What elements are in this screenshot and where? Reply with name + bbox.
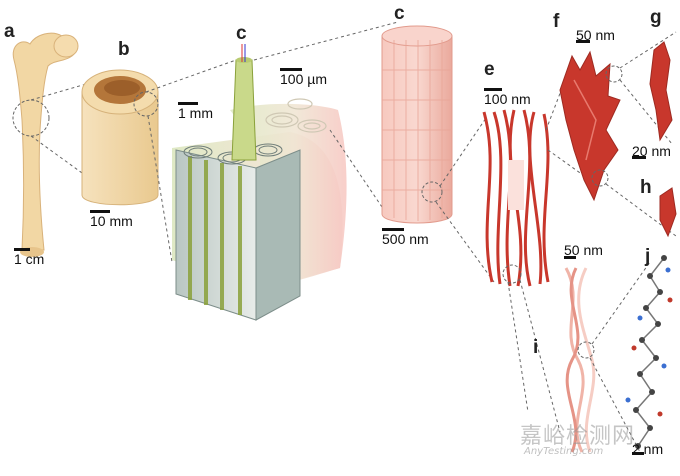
helix-zoom-circle — [577, 341, 595, 359]
panel-label-e: e — [484, 59, 495, 80]
crystal-zoom-circle-lower — [591, 169, 609, 187]
scale-bar-i — [564, 256, 576, 259]
scale-bar-e — [484, 88, 502, 91]
panel-label-j: j — [645, 246, 651, 267]
scale-label-b: 10 mm — [90, 213, 133, 229]
femur-bone-illustration — [12, 32, 79, 257]
panel-label-g: g — [650, 7, 662, 28]
panel-label-a: a — [4, 21, 15, 42]
scale-label-g: 20 nm — [632, 143, 671, 159]
fiber-zoom-circle — [421, 181, 443, 203]
scale-label-c-um: 100 µm — [280, 71, 327, 87]
scale-bar-g — [632, 156, 646, 159]
femur-zoom-circle — [12, 99, 50, 137]
scale-bar-b — [90, 210, 110, 213]
panel-label-i: i — [533, 337, 539, 358]
mineral-crystal-cluster-illustration — [559, 50, 623, 202]
crystal-zoom-circle-upper — [605, 65, 623, 83]
cortical-bone-block-illustration — [172, 44, 347, 321]
scale-bar-f — [576, 40, 590, 43]
scale-label-e: 100 nm — [484, 91, 531, 107]
scale-bar-a — [14, 248, 30, 251]
panel-label-b: b — [118, 39, 130, 60]
single-crystal-g — [649, 41, 673, 142]
scale-label-c2: 500 nm — [382, 231, 429, 247]
single-crystal-h — [659, 187, 677, 238]
scale-label-c-mm: 1 mm — [178, 105, 213, 121]
collagen-fiber-bundle-illustration — [381, 25, 453, 224]
panel-label-f: f — [553, 11, 560, 32]
triple-helix-illustration — [564, 267, 596, 453]
scale-bar-c-um — [280, 68, 302, 71]
scale-label-f: 50 nm — [576, 27, 615, 43]
scale-bar-j — [632, 452, 644, 455]
scale-label-j: 2 nm — [632, 441, 664, 457]
bone-cross-section-illustration — [81, 69, 159, 206]
fibril-zoom-circle — [502, 264, 522, 284]
scale-label-i: 50 nm — [564, 242, 603, 258]
scale-label-a: 1 cm — [14, 251, 45, 267]
scale-bar-c-mm — [178, 102, 198, 105]
panel-label-c: c — [236, 23, 247, 44]
fibril-gap — [508, 160, 524, 210]
molecular-structure-illustration — [625, 255, 673, 449]
watermark-en: AnyTesting.com — [524, 446, 604, 457]
panel-label-h: h — [640, 177, 652, 198]
panel-label-c2: c — [394, 3, 405, 24]
scale-bar-c2 — [382, 228, 404, 231]
watermark-cn: 嘉峪检测网 — [520, 424, 636, 449]
